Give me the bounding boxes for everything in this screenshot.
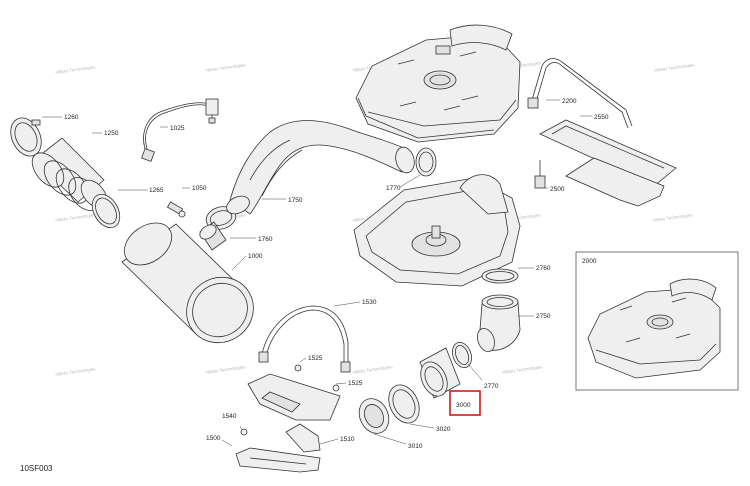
part-1525-fastener[interactable] (294, 364, 340, 392)
part-1770-clamp[interactable] (415, 147, 437, 177)
part-1530-hanger[interactable] (258, 305, 351, 373)
part-airbox-lower[interactable] (353, 174, 521, 287)
part-2750-elbow[interactable] (474, 294, 521, 354)
inset-2000[interactable]: 2000 (575, 251, 739, 391)
part-1510-bracket[interactable] (285, 423, 321, 453)
callout-1050: 1050 (192, 185, 207, 192)
callout-1025: 1025 (170, 125, 185, 132)
part-2770-clamp[interactable] (449, 340, 475, 371)
callout-1510: 1510 (340, 436, 355, 443)
part-1540-bolt[interactable] (240, 428, 248, 436)
part-3000-coupler[interactable] (416, 347, 461, 400)
callout-1500: 1500 (206, 435, 221, 442)
part-bracket-upper[interactable] (247, 373, 341, 421)
figure-code: 10SF003 (20, 464, 53, 473)
highlight-box-3000 (449, 390, 481, 416)
callout-1770: 1770 (386, 185, 401, 192)
callout-1540: 1540 (222, 413, 237, 420)
callout-2760: 2760 (536, 265, 551, 272)
part-3020-clamp[interactable] (383, 380, 425, 428)
callout-1260: 1260 (64, 114, 79, 121)
callout-1250: 1250 (104, 130, 119, 137)
callout-3020: 3020 (436, 426, 451, 433)
inset-label: 2000 (582, 258, 597, 265)
callout-1750: 1750 (288, 197, 303, 204)
part-1000-muffler[interactable] (116, 214, 266, 355)
watermark: +Bikes Technologies (651, 212, 693, 223)
callout-2200: 2200 (562, 98, 577, 105)
leader-lines (42, 99, 592, 447)
callout-2750: 2750 (536, 313, 551, 320)
watermark: +Bikes Technologies (499, 212, 541, 223)
part-2760-clamp[interactable] (481, 268, 519, 284)
callout-2500: 2500 (550, 186, 565, 193)
watermark: +Bikes Technologies (54, 366, 96, 377)
part-1050-bolt[interactable] (166, 201, 186, 218)
part-1750-duct[interactable] (224, 120, 417, 218)
part-1025-sensor[interactable] (141, 98, 219, 162)
callout-1265: 1265 (149, 187, 164, 194)
part-1265-clamp[interactable] (87, 189, 126, 232)
callout-1525b: 1525 (348, 380, 363, 387)
watermark: +Bikes Technologies (204, 62, 246, 73)
watermark: +Bikes Technologies (653, 62, 695, 73)
part-airbox-cover[interactable] (355, 24, 521, 143)
part-2500-plate[interactable] (534, 157, 665, 207)
callout-3010: 3010 (408, 443, 423, 450)
part-2200-tube[interactable] (527, 58, 633, 129)
callout-3000[interactable]: 3000 (456, 402, 471, 409)
callout-1760: 1760 (258, 236, 273, 243)
part-3010-ring[interactable] (354, 394, 395, 438)
watermark: +Bikes Technologies (54, 212, 96, 223)
callout-1530: 1530 (362, 299, 377, 306)
callout-2550: 2550 (594, 114, 609, 121)
callout-1000: 1000 (248, 253, 263, 260)
callout-2770: 2770 (484, 383, 499, 390)
watermark: +Bikes Technologies (351, 364, 393, 375)
watermark: +Bikes Technologies (499, 60, 541, 71)
watermark: +Bikes Technologies (54, 64, 96, 75)
watermark: +Bikes Technologies (501, 364, 543, 375)
part-1500-bracket[interactable] (235, 447, 321, 473)
part-1260-clamp[interactable] (5, 113, 47, 161)
callout-1525: 1525 (308, 355, 323, 362)
callout-labels: 1260 1250 1025 1265 1050 1760 1750 1000 … (64, 98, 609, 450)
inset-airbox (587, 278, 721, 379)
watermark: +Bikes Technologies (204, 364, 246, 375)
